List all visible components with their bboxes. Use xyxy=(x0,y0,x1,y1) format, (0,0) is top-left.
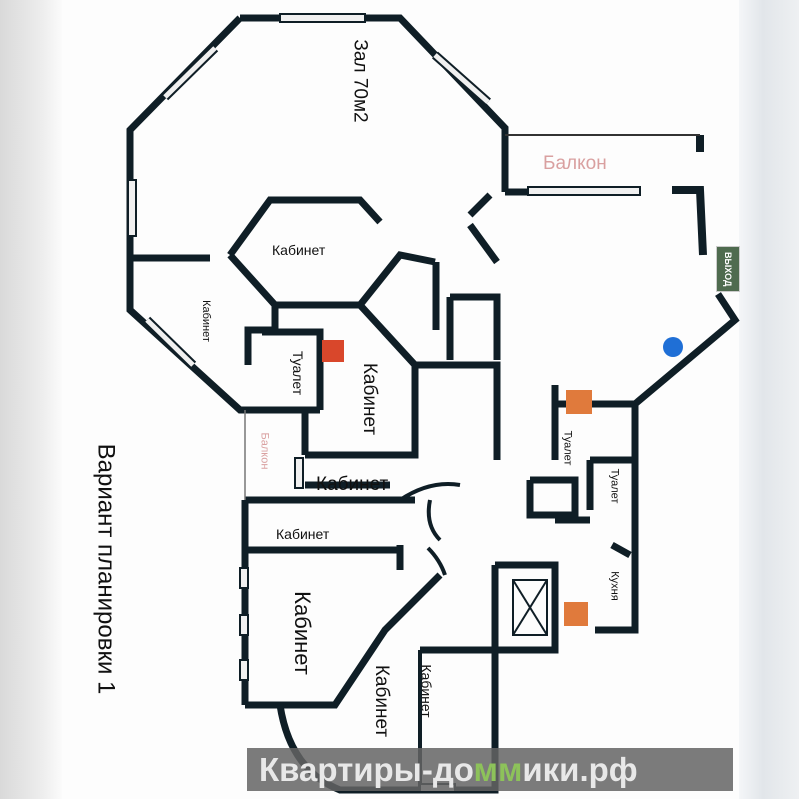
plan-title: Вариант планировки 1 xyxy=(92,443,120,695)
riser-icon xyxy=(564,602,588,626)
watermark-text-1: Квартиры-до xyxy=(259,751,474,788)
room-label-cabinet-diag: Кабинет xyxy=(371,664,393,738)
stair-shaft xyxy=(512,579,548,636)
window xyxy=(279,13,366,23)
room-label-toilet-left: Туалет xyxy=(290,350,307,396)
room-label-cabinet-bottom: Кабинет xyxy=(418,664,435,718)
room-label-cabinet-row1: Кабинет xyxy=(316,474,389,495)
room-label-cabinet-left: Кабинет xyxy=(199,300,212,342)
room-label-kitchen: Кухня xyxy=(608,571,621,601)
left-blur-border xyxy=(0,0,62,799)
room-label-toilet-right2: Туалет xyxy=(608,468,621,504)
room-label-cabinet-large: Кабинет xyxy=(289,591,315,675)
window xyxy=(527,186,641,196)
room-label-cabinet-hex: Кабинет xyxy=(272,242,326,258)
watermark: Квартиры-доммики.рф xyxy=(247,748,733,791)
room-label-cabinet-mid: Кабинет xyxy=(359,362,381,436)
fire-extinguisher-icon xyxy=(322,340,344,362)
room-label-balcony-top: Балкон xyxy=(543,153,607,174)
room-label-toilet-right1: Туалет xyxy=(561,430,574,466)
riser-icon xyxy=(566,390,592,414)
window xyxy=(239,659,249,681)
room-label-cabinet-row2: Кабинет xyxy=(276,526,330,542)
watermark-text-2: ики.рф xyxy=(522,751,638,788)
hall-wall-ne xyxy=(240,14,509,192)
watermark-house-logo: мм xyxy=(473,751,523,788)
exit-sign: ВЫХОД xyxy=(716,246,740,292)
room-label-hall: Зал 70м2 xyxy=(349,39,371,123)
window xyxy=(294,457,304,489)
windows xyxy=(127,13,641,793)
window xyxy=(239,567,249,589)
window xyxy=(127,179,137,237)
window xyxy=(239,614,249,636)
room-label-balcony-left: Балкон xyxy=(258,432,271,470)
location-marker-icon xyxy=(663,337,683,357)
right-blur-border xyxy=(739,0,799,799)
